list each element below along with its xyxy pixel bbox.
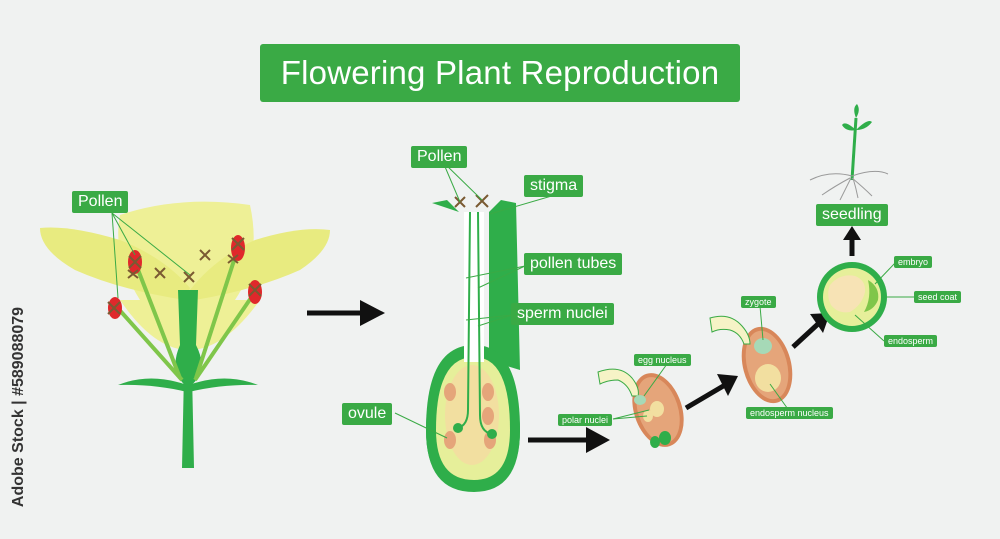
right-sepal <box>189 378 258 392</box>
zygote-diagram <box>709 305 793 413</box>
flower-illustration <box>40 201 330 468</box>
arrow-right-icon <box>586 427 610 453</box>
ovule-diagram <box>597 363 684 448</box>
flower-stem <box>182 372 194 468</box>
pollen-label-flower: Pollen <box>72 191 129 213</box>
style-wall-right <box>487 200 520 370</box>
endosperm-nucleus-label: endosperm nucleus <box>746 407 833 419</box>
left-petal <box>40 227 190 300</box>
seed-coat-label: seed coat <box>914 291 962 303</box>
stigma-label: stigma <box>524 175 584 197</box>
egg-nucleus-label: egg nucleus <box>634 354 691 366</box>
pistil-section <box>394 161 556 492</box>
embryo-label: embryo <box>894 256 933 268</box>
stock-watermark: Adobe Stock | #589088079 <box>2 292 36 522</box>
arrow-up-right-icon <box>717 374 738 396</box>
arrow-right-icon <box>360 300 385 326</box>
seedling-label: seedling <box>816 204 888 226</box>
pollen-tubes-label: pollen tubes <box>524 253 623 275</box>
sperm-nuclei-label: sperm nuclei <box>511 303 614 325</box>
left-sepal <box>118 378 187 392</box>
polar-nuclei-label: polar nuclei <box>558 414 613 426</box>
zygote-label: zygote <box>741 296 776 308</box>
endosperm-label: endosperm <box>884 335 938 347</box>
seed-diagram <box>817 261 914 342</box>
ovule-label: ovule <box>342 403 393 425</box>
anther <box>248 280 262 304</box>
arrow-up-icon <box>843 226 861 240</box>
pistil <box>175 290 202 388</box>
page-title: Flowering Plant Reproduction <box>260 44 740 102</box>
seedling-illustration <box>809 104 889 201</box>
pollen-label-pistil: Pollen <box>411 146 468 168</box>
watermark-text: Adobe Stock | #589088079 <box>10 306 28 508</box>
